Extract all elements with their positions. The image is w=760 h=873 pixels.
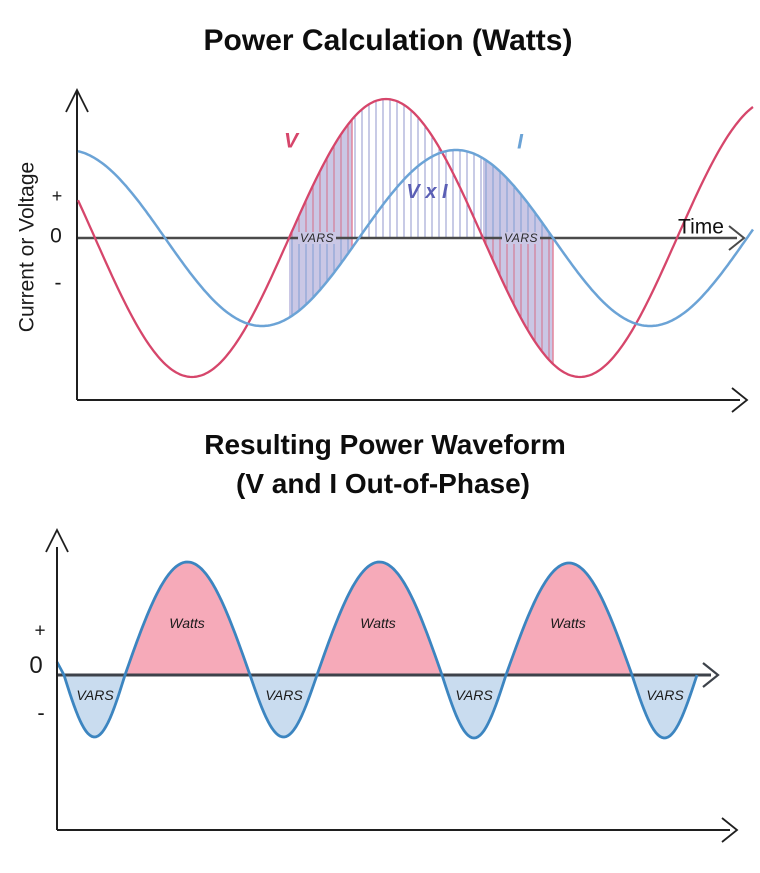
watts-region-label-2: Watts bbox=[360, 615, 396, 631]
chart1-vars-right-label: VARS bbox=[501, 231, 541, 245]
vars-lobe-fill bbox=[64, 675, 125, 737]
chart1-time-axis-label: Time bbox=[678, 215, 724, 239]
vars-region-label-3: VARS bbox=[455, 687, 493, 703]
power-curve bbox=[55, 560, 699, 740]
vars-lobe-fill bbox=[632, 675, 697, 738]
chart1-zero-tick-label: 0 bbox=[50, 224, 62, 248]
vars-lobe-fill bbox=[442, 675, 506, 738]
power-waveform-title-line1: Resulting Power Waveform bbox=[204, 429, 566, 460]
chart2-zero-tick-label: 0 bbox=[29, 652, 43, 679]
voltage-curve-label: V bbox=[283, 129, 299, 153]
watts-region-label-3: Watts bbox=[550, 615, 586, 631]
chart1-vars-left-label: VARS bbox=[297, 231, 337, 245]
power-waveform-title-line2: (V and I Out-of-Phase) bbox=[236, 468, 530, 499]
watts-region-label-1: Watts bbox=[169, 615, 205, 631]
vars-region-label-4: VARS bbox=[646, 687, 684, 703]
current-curve-label: I bbox=[517, 130, 523, 154]
vars-region-label-2: VARS bbox=[265, 687, 303, 703]
current-curve bbox=[77, 148, 755, 328]
chart1-minus-tick-label: - bbox=[54, 271, 62, 295]
watts-lobe-fill bbox=[506, 563, 632, 675]
vars-lobe-fill bbox=[250, 675, 317, 737]
chart1-y-axis-label: Current or Voltage bbox=[15, 161, 39, 333]
main-title: Power Calculation (Watts) bbox=[203, 24, 573, 57]
vars-region-label-1: VARS bbox=[76, 687, 114, 703]
watts-lobe-fill bbox=[317, 562, 442, 675]
chart2-plus-tick-label: + bbox=[34, 620, 46, 642]
watts-lobe-fill bbox=[125, 562, 250, 675]
vxi-product-label: V x I bbox=[406, 181, 448, 203]
chart2-minus-tick-label: - bbox=[37, 700, 45, 725]
voltage-curve bbox=[76, 97, 754, 379]
chart1-plus-tick-label: + bbox=[51, 186, 63, 206]
